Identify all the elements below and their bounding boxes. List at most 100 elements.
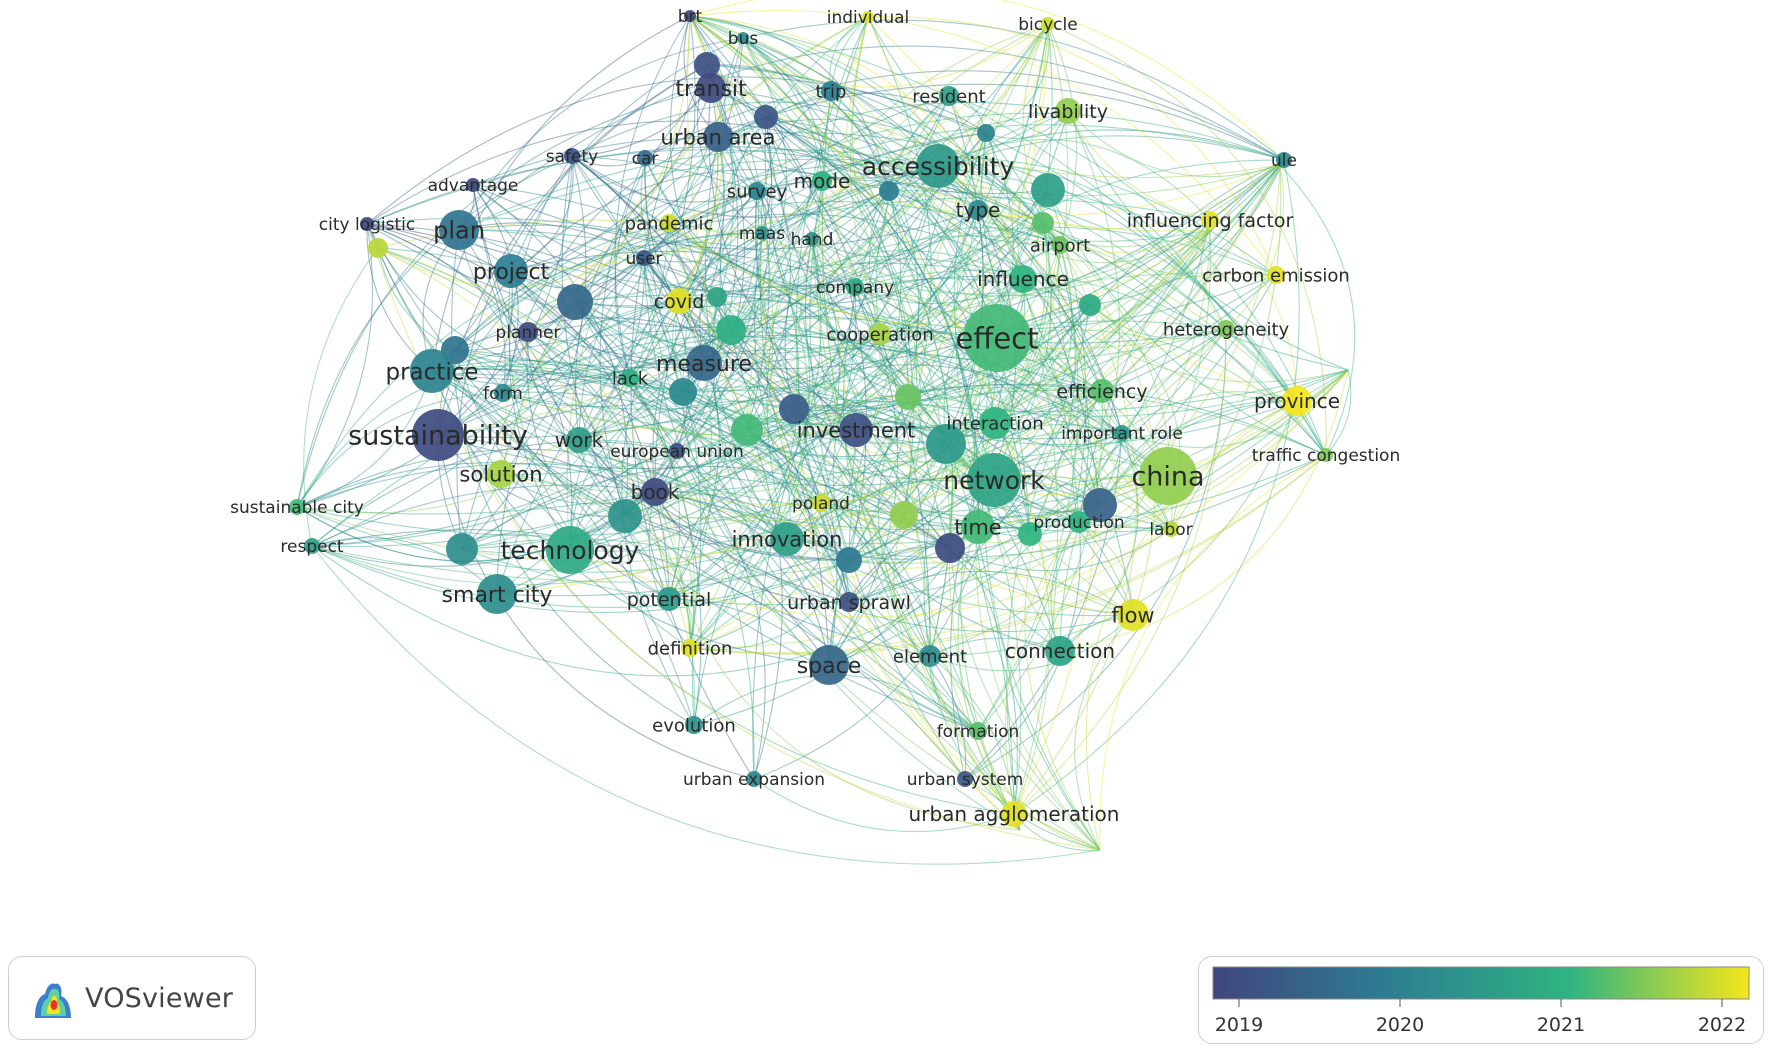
node-hand[interactable] [805, 232, 819, 246]
node-traffic-congestion[interactable] [1319, 448, 1333, 462]
node-label[interactable]: covid [654, 291, 705, 313]
node-label[interactable]: urban system [907, 770, 1024, 790]
node-label[interactable]: project [473, 260, 550, 285]
node-urban-system[interactable] [957, 771, 973, 787]
node-label[interactable]: important role [1061, 424, 1183, 444]
node-time[interactable] [961, 510, 995, 544]
node-label[interactable]: trip [816, 81, 847, 102]
node-investment[interactable] [839, 413, 873, 447]
node-label[interactable]: poland [792, 494, 850, 514]
node-maas[interactable] [755, 226, 769, 240]
node-label[interactable]: province [1254, 389, 1340, 413]
node-pandemic[interactable] [660, 214, 678, 232]
node-label[interactable]: practice [386, 359, 479, 385]
node-form[interactable] [494, 384, 512, 402]
node-label[interactable]: individual [827, 8, 910, 28]
node-airport[interactable] [1051, 236, 1069, 254]
node-label[interactable]: transit [675, 77, 747, 102]
node-transit[interactable] [696, 73, 726, 103]
node-label[interactable]: company [816, 278, 894, 298]
node[interactable] [779, 394, 809, 424]
node-cooperation[interactable] [869, 323, 891, 345]
node-influence[interactable] [1009, 265, 1037, 293]
node-livability[interactable] [1055, 98, 1081, 124]
node-trip[interactable] [821, 81, 841, 101]
node-label[interactable]: city logistic [319, 215, 415, 235]
node-car[interactable] [637, 150, 653, 166]
node-label[interactable]: smart city [442, 583, 553, 608]
node-flow[interactable] [1117, 599, 1149, 631]
node-label[interactable]: livability [1028, 101, 1108, 123]
node[interactable] [368, 238, 388, 258]
node-label[interactable]: traffic congestion [1252, 446, 1400, 466]
node-label[interactable]: resident [912, 86, 985, 107]
node-label[interactable]: safety [546, 147, 598, 167]
node-city-logistic[interactable] [360, 217, 374, 231]
node-bus[interactable] [737, 32, 749, 44]
node-heterogeneity[interactable] [1217, 320, 1235, 338]
node[interactable] [694, 52, 720, 78]
node-label[interactable]: china [1131, 462, 1204, 493]
node-label[interactable]: plan [433, 217, 485, 245]
node-lack[interactable] [621, 369, 639, 387]
node-label[interactable]: lack [612, 368, 649, 389]
node[interactable] [1031, 173, 1065, 207]
node-measure[interactable] [686, 345, 722, 381]
node-label[interactable]: book [631, 480, 680, 504]
node-label[interactable]: urban expansion [683, 770, 825, 790]
node-smart-city[interactable] [477, 574, 517, 614]
node[interactable] [669, 378, 697, 406]
node[interactable] [446, 533, 478, 565]
node[interactable] [557, 284, 593, 320]
node-urban-area[interactable] [703, 122, 733, 152]
node-label[interactable]: urban area [661, 126, 776, 150]
node-covid[interactable] [666, 288, 692, 314]
node-resident[interactable] [939, 86, 959, 106]
node-label[interactable]: user [625, 249, 662, 269]
node-label[interactable]: ule [1271, 151, 1297, 171]
node-label[interactable]: formation [937, 722, 1020, 742]
node[interactable] [754, 105, 778, 129]
node[interactable] [836, 547, 862, 573]
node-solution[interactable] [487, 460, 515, 488]
node-book[interactable] [641, 478, 669, 506]
node-label[interactable]: evolution [652, 715, 736, 736]
node-safety[interactable] [564, 148, 580, 164]
node-label[interactable]: urban sprawl [787, 592, 911, 614]
node-label[interactable]: maas [739, 224, 785, 244]
node-labor[interactable] [1163, 521, 1179, 537]
node-china[interactable] [1139, 447, 1197, 505]
node-network[interactable] [967, 453, 1021, 507]
node-label[interactable]: measure [656, 352, 752, 377]
node-label[interactable]: influencing factor [1127, 210, 1294, 232]
node-effect[interactable] [963, 304, 1031, 372]
node[interactable] [1018, 522, 1042, 546]
node-survey[interactable] [748, 182, 766, 200]
node[interactable] [707, 287, 727, 307]
node-interaction[interactable] [979, 407, 1011, 439]
node-label[interactable]: bicycle [1018, 15, 1077, 35]
node-label[interactable]: planner [496, 323, 561, 343]
node-carbon-emission[interactable] [1267, 266, 1285, 284]
node-urban-expansion[interactable] [746, 771, 762, 787]
node[interactable] [731, 414, 763, 446]
node-label[interactable]: accessibility [862, 152, 1015, 181]
node[interactable] [1032, 212, 1054, 234]
node-label[interactable]: hand [791, 230, 834, 250]
node-advantage[interactable] [466, 178, 480, 192]
node-influencing-factor[interactable] [1201, 211, 1219, 229]
node-label[interactable]: bus [728, 29, 759, 49]
node-urban-agglomeration[interactable] [1001, 801, 1027, 827]
node-evolution[interactable] [685, 716, 703, 734]
node-project[interactable] [494, 254, 528, 288]
node-urban-sprawl[interactable] [839, 592, 859, 612]
node-label[interactable]: space [797, 654, 862, 679]
node-label[interactable]: definition [648, 638, 733, 659]
node-plan[interactable] [439, 210, 479, 250]
node-label[interactable]: type [956, 198, 1001, 222]
node-sustainability[interactable] [412, 409, 464, 461]
node-practice[interactable] [410, 349, 454, 393]
node-label[interactable]: production [1033, 513, 1124, 533]
node-label[interactable]: work [555, 428, 604, 452]
